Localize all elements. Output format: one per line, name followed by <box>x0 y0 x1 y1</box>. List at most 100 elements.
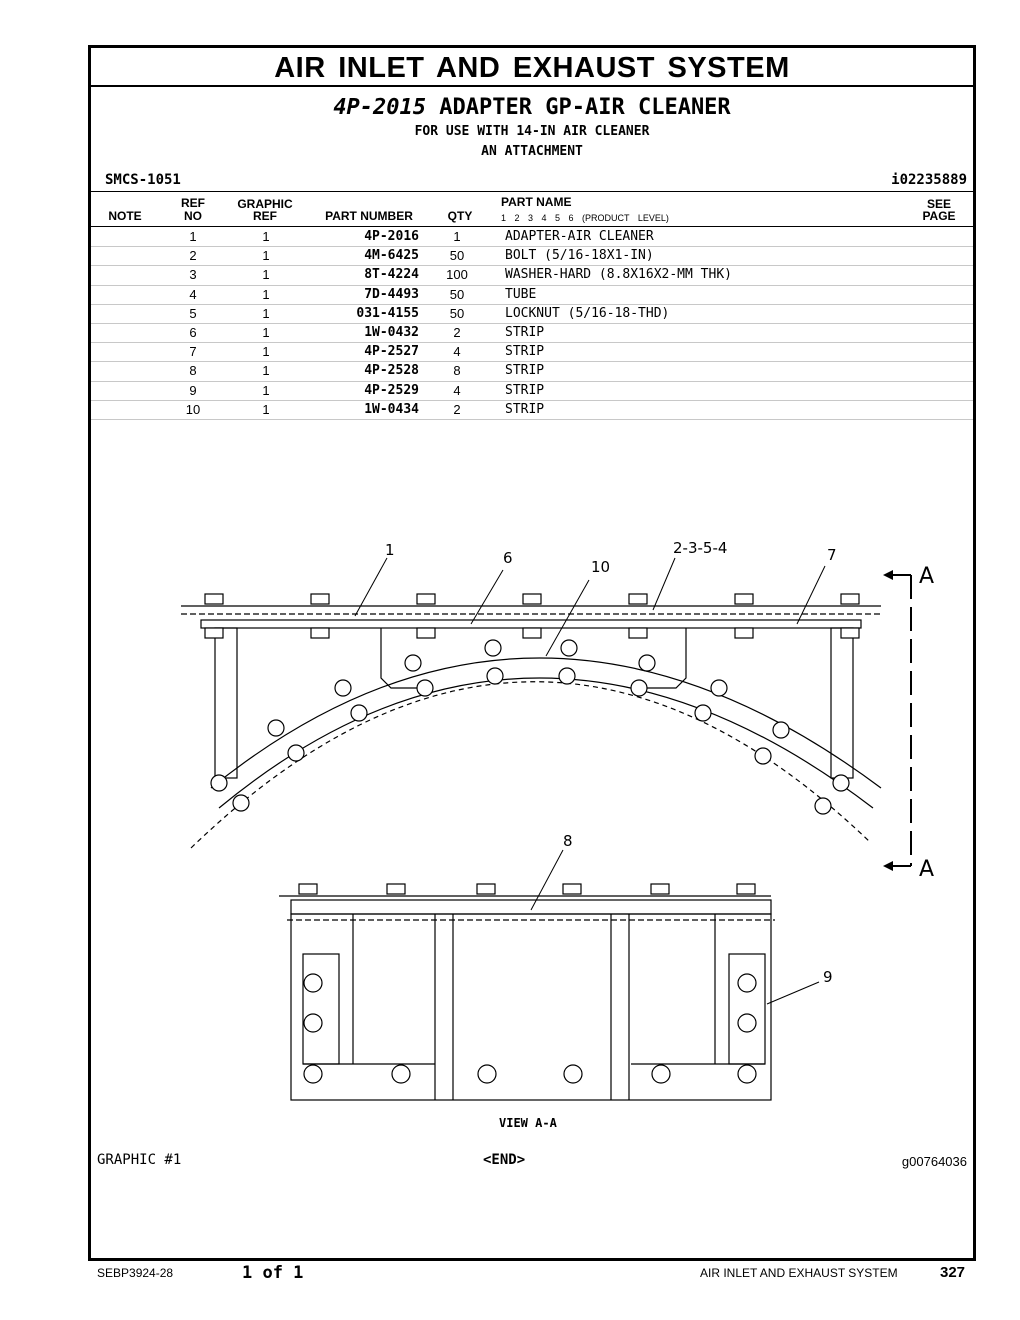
left-strip-9 <box>302 953 340 1065</box>
col-part-name: PART NAME <box>501 195 572 209</box>
cell-graphic: 1 <box>225 304 307 324</box>
graphic-label: GRAPHIC #1 <box>97 1152 182 1168</box>
header-divider <box>91 191 973 192</box>
cell-part-number: 7D-4493 <box>307 285 419 305</box>
cell-graphic: 1 <box>225 361 307 382</box>
footer-section: AIR INLET AND EXHAUST SYSTEM <box>700 1266 898 1280</box>
leader-8 <box>530 849 564 911</box>
lower-top-strip <box>290 899 772 915</box>
section-line <box>887 574 912 867</box>
cell-qty: 2 <box>419 400 495 420</box>
page-number: 327 <box>940 1264 966 1281</box>
cell-graphic: 1 <box>225 323 307 344</box>
part-title: ADAPTER GP-AIR CLEANER <box>439 95 731 120</box>
cell-graphic: 1 <box>225 285 307 305</box>
cell-graphic: 1 <box>225 400 307 420</box>
cell-part-number: 4P-2527 <box>307 342 419 363</box>
cell-name: STRIP <box>495 361 973 382</box>
cell-note <box>91 265 161 286</box>
cell-ref: 6 <box>161 323 225 344</box>
cell-qty: 2 <box>419 323 495 344</box>
cell-part-number: 1W-0432 <box>307 323 419 344</box>
section-label-bottom: A <box>919 857 934 882</box>
arc-bolts <box>210 639 850 815</box>
part-heading: 4P-2015 ADAPTER GP-AIR CLEANER <box>91 95 973 120</box>
leader-6 <box>470 569 504 625</box>
right-inner-bracket <box>646 628 687 689</box>
cell-name: STRIP <box>495 381 973 401</box>
leader-7 <box>796 565 826 625</box>
illustration-id: i02235889 <box>891 172 967 188</box>
col-part-number: PART NUMBER <box>325 209 413 223</box>
cell-qty: 50 <box>419 304 495 324</box>
cell-ref: 3 <box>161 265 225 286</box>
cell-ref: 2 <box>161 246 225 267</box>
cell-ref: 4 <box>161 285 225 305</box>
product-level-header: 1 2 3 4 5 6 (PRODUCT LEVEL) <box>501 213 669 223</box>
callout-2-3-5-4: 2-3-5-4 <box>673 539 727 557</box>
cell-ref: 1 <box>161 228 225 248</box>
page-of: 1 of 1 <box>242 1263 304 1283</box>
callout-6: 6 <box>503 549 513 567</box>
col-ref-top: REF <box>181 196 205 210</box>
section-label-top: A <box>919 564 934 589</box>
cell-note <box>91 342 161 363</box>
subtitle-2: AN ATTACHMENT <box>481 144 583 159</box>
cell-name: TUBE <box>495 285 973 305</box>
col-qty: QTY <box>447 209 473 223</box>
cell-part-number: 1W-0434 <box>307 400 419 420</box>
cell-name: BOLT (5/16-18X1-IN) <box>495 246 973 267</box>
cell-qty: 50 <box>419 285 495 305</box>
exploded-view-drawing: 1 6 10 2-3-5-4 7 8 9 A A VIEW A-A <box>181 539 934 1130</box>
left-inner-bracket <box>380 628 421 689</box>
leader-9 <box>766 981 820 1005</box>
cell-note <box>91 246 161 267</box>
cell-ref: 10 <box>161 400 225 420</box>
callout-8: 8 <box>563 832 573 850</box>
section-arrowheads <box>883 570 893 871</box>
col-graphic-top: GRAPHIC <box>237 197 293 211</box>
cell-part-number: 4P-2529 <box>307 381 419 401</box>
cell-part-number: 4P-2016 <box>307 228 419 248</box>
upper-strip <box>200 619 862 629</box>
callout-10: 10 <box>591 558 610 576</box>
cell-ref: 7 <box>161 342 225 363</box>
cell-qty: 1 <box>419 228 495 248</box>
part-number-heading: 4P-2015 <box>333 95 427 120</box>
cell-graphic: 1 <box>225 381 307 401</box>
cell-qty: 4 <box>419 342 495 363</box>
cell-qty: 8 <box>419 361 495 382</box>
cell-note <box>91 285 161 305</box>
callout-9: 9 <box>823 968 833 986</box>
end-marker: <END> <box>483 1152 526 1168</box>
cell-graphic: 1 <box>225 246 307 267</box>
cell-note <box>91 304 161 324</box>
cell-graphic: 1 <box>225 228 307 248</box>
cell-name: STRIP <box>495 323 973 344</box>
section-title: AIR INLET AND EXHAUST SYSTEM <box>91 48 973 87</box>
doc-number: SEBP3924-28 <box>97 1266 174 1280</box>
cell-ref: 9 <box>161 381 225 401</box>
subtitle-1: FOR USE WITH 14-IN AIR CLEANER <box>414 124 650 139</box>
col-graphic-bottom: REF <box>253 209 277 223</box>
table-header-divider <box>91 226 973 227</box>
cell-note <box>91 400 161 420</box>
leader-2354 <box>652 557 676 611</box>
cell-part-number: 8T-4224 <box>307 265 419 286</box>
cell-qty: 100 <box>419 265 495 286</box>
cell-name: STRIP <box>495 400 973 420</box>
lower-bolts <box>298 883 757 1084</box>
cell-name: ADAPTER-AIR CLEANER <box>495 228 973 248</box>
col-note: NOTE <box>108 209 142 223</box>
cell-note <box>91 228 161 248</box>
cell-graphic: 1 <box>225 265 307 286</box>
